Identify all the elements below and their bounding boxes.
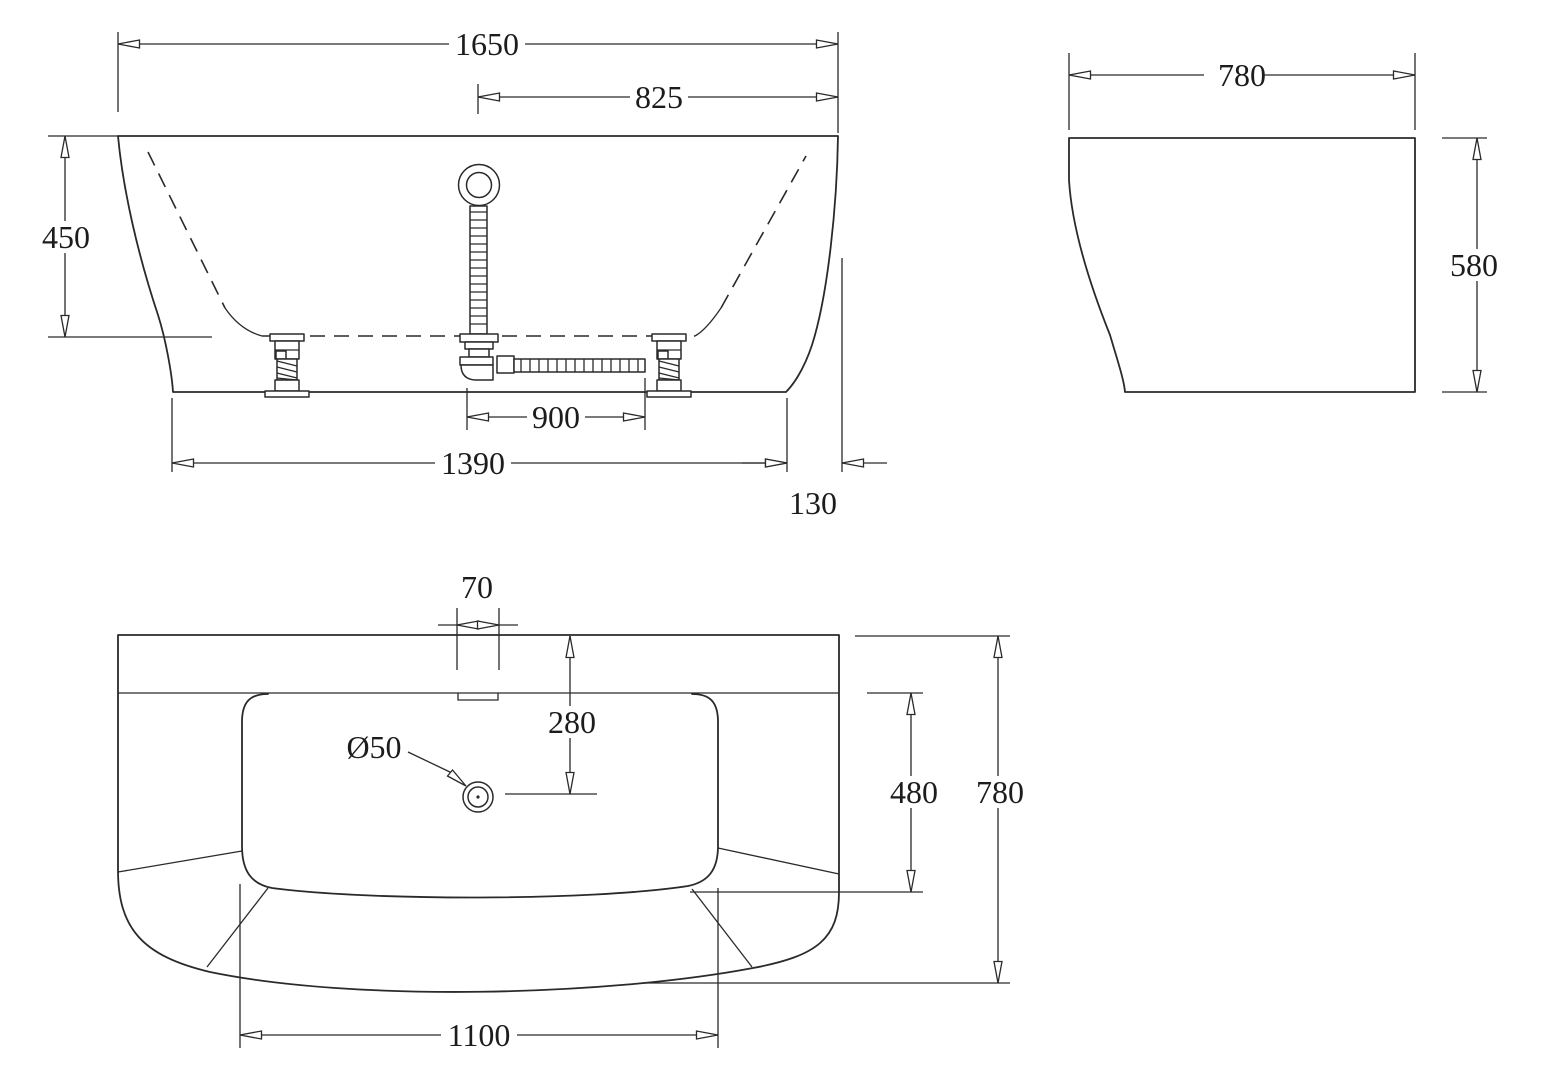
dim-waste-pipe-900: 900 bbox=[466, 378, 646, 435]
flex-pipe-horizontal bbox=[513, 358, 646, 373]
dim-label: 1100 bbox=[448, 1017, 511, 1053]
tub-side-outline bbox=[1068, 137, 1416, 393]
reference-lines bbox=[48, 135, 212, 338]
dim-label: 780 bbox=[1218, 57, 1266, 93]
foot-lower-block bbox=[274, 379, 300, 392]
dim-base-width-1390: 1390 bbox=[171, 398, 788, 481]
label-mask bbox=[435, 447, 511, 479]
faucet-hole-notch bbox=[457, 693, 499, 701]
waste-assembly bbox=[457, 163, 646, 381]
label-mask bbox=[449, 28, 525, 60]
extension-lines bbox=[1068, 53, 1416, 130]
front-view: 1650 825 450 900 1390 bbox=[37, 26, 887, 521]
flex-pipe-horizontal-ribs bbox=[520, 359, 639, 372]
label-mask bbox=[630, 81, 688, 113]
extension-lines bbox=[239, 884, 719, 1048]
foot-thread-hatch bbox=[658, 360, 680, 381]
dim-overhang-130: 130 bbox=[742, 258, 887, 521]
dim-height-450: 450 bbox=[37, 135, 212, 338]
drain-neck bbox=[468, 348, 490, 358]
foot-base-plate bbox=[264, 390, 310, 398]
basin-outline bbox=[241, 693, 719, 899]
plan-view: 70 280 Ø50 480 780 110 bbox=[117, 569, 1027, 1053]
dim-label: 900 bbox=[532, 399, 580, 435]
trap-elbow bbox=[460, 364, 494, 381]
dim-label: 70 bbox=[461, 569, 493, 605]
foot-cap bbox=[269, 333, 305, 342]
foot-thread-hatch bbox=[276, 360, 298, 381]
dim-label: 1390 bbox=[441, 445, 505, 481]
dim-overall-width-1650: 1650 bbox=[117, 26, 839, 133]
dim-label: 130 bbox=[789, 485, 837, 521]
label-mask bbox=[1445, 249, 1503, 281]
drain-diameter-label: Ø50 bbox=[346, 729, 401, 765]
label-mask bbox=[456, 571, 498, 603]
side-view: 780 580 bbox=[1068, 53, 1503, 393]
dim-label: 450 bbox=[42, 219, 90, 255]
label-mask bbox=[1204, 59, 1262, 91]
dim-label: 280 bbox=[548, 704, 596, 740]
adjustable-foot-right bbox=[646, 333, 692, 398]
extension-lines bbox=[438, 608, 518, 670]
dim-half-width-825: 825 bbox=[477, 79, 839, 115]
label-mask bbox=[885, 776, 943, 808]
trap-body bbox=[459, 356, 494, 366]
foot-inner-nut bbox=[275, 350, 287, 360]
label-mask bbox=[969, 776, 1027, 808]
foot-inner-nut bbox=[657, 350, 669, 360]
plan-outline bbox=[117, 634, 840, 993]
foot-cap bbox=[651, 333, 687, 342]
dim-faucet-hole-70: 70 bbox=[438, 569, 518, 670]
leader-arrowhead bbox=[446, 768, 467, 787]
inner-profile-solid-curves bbox=[224, 307, 722, 337]
tub-outline bbox=[117, 135, 839, 393]
drain-flange-upper bbox=[459, 333, 499, 343]
pipe-connector bbox=[496, 355, 515, 374]
inner-profile bbox=[147, 151, 807, 337]
dim-label: 480 bbox=[890, 774, 938, 810]
dim-label: 780 bbox=[976, 774, 1024, 810]
foot-base-plate bbox=[646, 390, 692, 398]
adjustable-foot-left bbox=[264, 333, 310, 398]
dim-basin-depth-480: 480 bbox=[690, 692, 943, 893]
label-mask bbox=[37, 221, 95, 253]
dim-label: 825 bbox=[635, 79, 683, 115]
dim-label: 580 bbox=[1450, 247, 1498, 283]
dim-overall-depth-780: 780 bbox=[643, 635, 1027, 984]
callout-drain-diameter: Ø50 bbox=[346, 729, 467, 787]
dim-side-height-580: 580 bbox=[1442, 137, 1503, 393]
drain-flange-lower bbox=[464, 341, 494, 350]
label-mask bbox=[785, 487, 843, 519]
leader-line bbox=[407, 751, 453, 774]
dim-side-width-780: 780 bbox=[1068, 53, 1416, 130]
foot-lower-block bbox=[656, 379, 682, 392]
reference-lines bbox=[643, 635, 1010, 984]
label-mask bbox=[441, 1019, 517, 1051]
flex-pipe-vertical bbox=[469, 205, 488, 335]
corner-chamfer-lines bbox=[117, 847, 840, 968]
drain-center-dot bbox=[476, 795, 480, 799]
label-mask bbox=[527, 401, 585, 433]
drain-hole bbox=[462, 781, 494, 813]
dim-label: 1650 bbox=[455, 26, 519, 62]
dim-drain-offset-280: 280 bbox=[505, 635, 602, 795]
label-mask bbox=[544, 706, 602, 738]
dim-basin-floor-1100: 1100 bbox=[239, 884, 719, 1053]
flex-pipe-ribs bbox=[470, 211, 487, 325]
overflow-ring-inner bbox=[465, 171, 493, 199]
